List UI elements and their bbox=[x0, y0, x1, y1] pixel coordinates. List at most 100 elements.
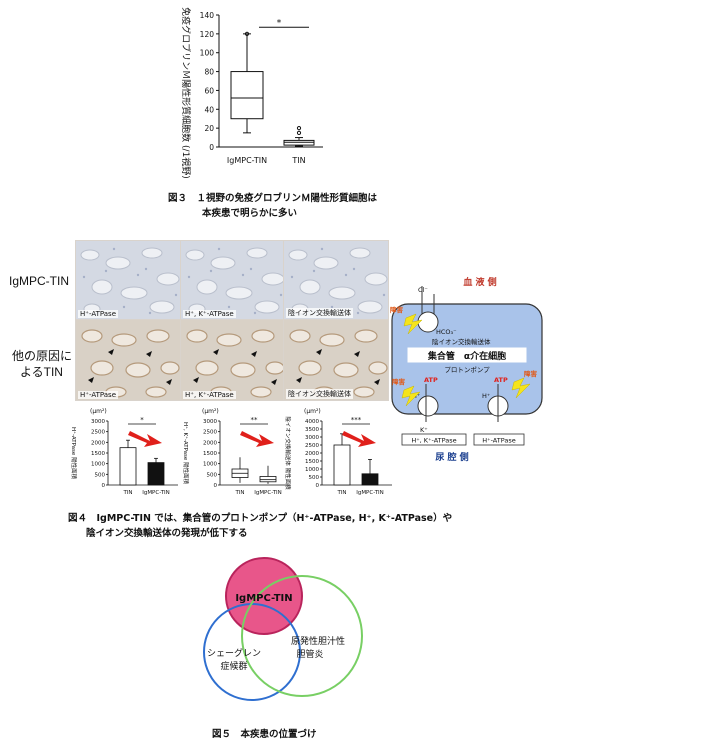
box-outlier bbox=[244, 31, 250, 36]
tile-label: 陰イオン交換輸送体 bbox=[286, 389, 353, 399]
venn-label-igmpc-tin: IgMPC-TIN bbox=[235, 593, 292, 604]
fig4-panel: (μm²) H⁺-ATPase 陽性面積 0 500 1000 1500 2000 2500 3… bbox=[70, 408, 178, 496]
y-tick-label: 1000 bbox=[91, 462, 105, 468]
fig4-caption-line1: 図４ IgMPC-TIN では、集合管のプロトンポンプ（H⁺-ATPase, H… bbox=[68, 513, 453, 524]
lightning-icon bbox=[403, 313, 423, 335]
box-outlier bbox=[296, 126, 302, 131]
y-tick-label: 120 bbox=[200, 30, 215, 39]
micrograph-igm-hk-atpase: H⁺, K⁺-ATPase bbox=[180, 240, 284, 320]
alpha-intercalated-cell-diagram: 血 液 側 Cl⁻ HCO₃⁻ 陰イオン交換輸送体 障害 集合管 α介在細胞 プ… bbox=[390, 276, 543, 463]
significance-label: ** bbox=[251, 416, 259, 424]
venn-label-sjogren-line1: シェーグレン bbox=[207, 647, 261, 659]
fig3-caption-line1: 図３ １視野の免疫グロブリンＭ陽性形質細胞は bbox=[168, 193, 378, 204]
y-axis-label: H⁺, K⁺-ATPase 陽性面積 bbox=[182, 422, 190, 485]
damage-label: 障害 bbox=[524, 369, 538, 378]
tissue-image bbox=[76, 320, 180, 400]
y-tick-label: 1000 bbox=[305, 467, 319, 473]
k-plus-label: K⁺ bbox=[420, 426, 428, 434]
damage-label: 障害 bbox=[392, 377, 406, 386]
x-category-label: TIN bbox=[291, 156, 305, 165]
y-tick-label: 4000 bbox=[305, 419, 319, 425]
bar bbox=[147, 462, 165, 486]
hk-atpase-box bbox=[401, 433, 467, 446]
fig4-row1-label: IgMPC-TIN bbox=[9, 274, 69, 288]
y-tick-label: 500 bbox=[95, 472, 106, 478]
h-atpase-box bbox=[473, 433, 525, 446]
tissue-image bbox=[181, 241, 283, 319]
fig3-ylabel: 免疫グロブリンＭ陽性形質細胞数 (/1視野) bbox=[180, 7, 192, 179]
tile-label: H⁺, K⁺-ATPase bbox=[183, 391, 236, 399]
h-plus-label-right: H⁺ bbox=[482, 392, 490, 400]
venn-label-pbc-line2: 胆管炎 bbox=[296, 648, 323, 660]
y-tick-label: 100 bbox=[200, 49, 215, 58]
x-category-label: IgMPC-TIN bbox=[356, 490, 384, 496]
damage-label: 障害 bbox=[390, 305, 404, 314]
y-tick-label: 1000 bbox=[203, 462, 217, 468]
y-tick-label: 2500 bbox=[91, 430, 105, 436]
lightning-icon bbox=[511, 377, 531, 399]
y-tick-label: 0 bbox=[102, 483, 106, 489]
y-tick-label: 2000 bbox=[91, 440, 105, 446]
box-iqr bbox=[230, 71, 264, 120]
y-tick-label: 1500 bbox=[91, 451, 105, 457]
x-category-label: IgMPC-TIN bbox=[227, 156, 267, 165]
atp-label-left: ATP bbox=[424, 376, 438, 384]
fig3-caption-line2: 本疾患で明らかに多い bbox=[202, 208, 298, 219]
y-tick-label: 3500 bbox=[305, 427, 319, 433]
figure-5-venn: IgMPC-TIN シェーグレン 症候群 原発性胆汁性 胆管炎 bbox=[168, 548, 378, 710]
y-tick-label: 40 bbox=[204, 105, 214, 114]
hk-atpase-box-label: H⁺, K⁺-ATPase bbox=[411, 437, 456, 445]
significance-label: *** bbox=[351, 416, 362, 424]
y-tick-label: 3000 bbox=[91, 419, 105, 425]
y-tick-label: 20 bbox=[204, 124, 214, 133]
y-tick-label: 0 bbox=[316, 483, 320, 489]
y-tick-label: 2500 bbox=[203, 430, 217, 436]
x-category-label: IgMPC-TIN bbox=[254, 490, 282, 496]
venn-label-sjogren-line2: 症候群 bbox=[220, 660, 247, 672]
y-tick-label: 0 bbox=[209, 143, 214, 152]
micrograph-igm-anion-exchanger: 陰イオン交換輸送体 bbox=[283, 240, 389, 320]
urine-side-label: 尿 腔 側 bbox=[435, 451, 468, 463]
fig4-row2-label-line1: 他の原因に bbox=[12, 349, 73, 363]
lightning-icon bbox=[401, 385, 421, 407]
y-tick-label: 80 bbox=[204, 68, 214, 77]
micrograph-tin-anion-exchanger: 陰イオン交換輸送体 bbox=[283, 319, 389, 401]
venn-label-pbc-line1: 原発性胆汁性 bbox=[291, 635, 345, 647]
micrograph-igm-h-atpase: H⁺-ATPase bbox=[75, 240, 181, 320]
y-tick-label: 1500 bbox=[203, 451, 217, 457]
y-axis-label: H⁺-ATPase 陽性面積 bbox=[70, 427, 78, 480]
venn-circle-pbc bbox=[241, 575, 363, 697]
box-outlier bbox=[296, 130, 302, 135]
micrograph-tin-hk-atpase: H⁺, K⁺-ATPase bbox=[180, 319, 284, 401]
anion-exchanger-label: 陰イオン交換輸送体 bbox=[432, 337, 491, 346]
unit-label: (μm²) bbox=[202, 408, 219, 415]
venn-diagram: IgMPC-TIN シェーグレン 症候群 原発性胆汁性 胆管炎 bbox=[203, 557, 363, 701]
tissue-image bbox=[76, 241, 180, 319]
y-tick-label: 2000 bbox=[203, 440, 217, 446]
tile-label: H⁺-ATPase bbox=[78, 391, 119, 399]
red-arrow-icon bbox=[128, 431, 162, 447]
anion-exchanger-transporter bbox=[417, 311, 439, 333]
x-category-label: TIN bbox=[234, 490, 244, 496]
cl-label: Cl⁻ bbox=[418, 286, 428, 294]
significance-label: * bbox=[140, 416, 144, 424]
y-tick-label: 1500 bbox=[305, 459, 319, 465]
bar bbox=[361, 473, 379, 486]
x-category-label: TIN bbox=[336, 490, 346, 496]
blood-side-label: 血 液 側 bbox=[463, 276, 496, 288]
tile-label: 陰イオン交換輸送体 bbox=[286, 308, 353, 318]
y-tick-label: 0 bbox=[214, 483, 218, 489]
unit-label: (μm²) bbox=[304, 408, 321, 415]
hk-atpase-pump bbox=[417, 395, 439, 417]
box-iqr bbox=[259, 476, 277, 483]
y-tick-label: 500 bbox=[309, 475, 320, 481]
h-atpase-box-label: H⁺-ATPase bbox=[482, 437, 515, 445]
fig4-row2-label-line2: よるTIN bbox=[20, 365, 63, 379]
fig4-quantification-charts: (μm²) H⁺-ATPase 陽性面積 0 500 1000 1500 2000 2500 3… bbox=[70, 408, 392, 496]
fig4-panel: (μm²)H⁺, K⁺-ATPase 陽性面積05001000150020002… bbox=[182, 408, 290, 496]
y-tick-label: 3000 bbox=[203, 419, 217, 425]
unit-label: (μm²) bbox=[90, 408, 107, 415]
tile-label: H⁺-ATPase bbox=[78, 310, 119, 318]
red-arrow-icon bbox=[240, 431, 274, 447]
